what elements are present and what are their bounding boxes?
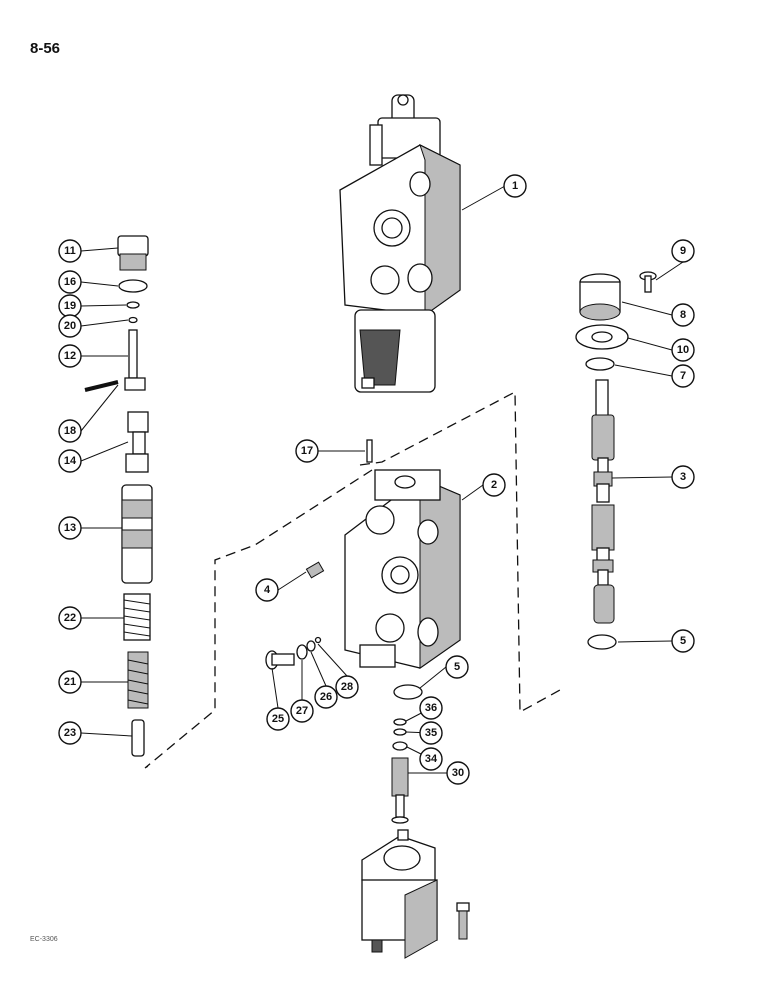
callout-2: 2 xyxy=(482,473,506,497)
part-28-ball xyxy=(314,636,322,644)
part-5-snap-ring-right xyxy=(587,634,617,650)
part-14-piston xyxy=(125,411,149,473)
svg-text:23: 23 xyxy=(64,727,76,739)
callout-36: 36 xyxy=(419,696,443,720)
callout-21: 21 xyxy=(58,670,82,694)
part-34-o-ring xyxy=(392,741,408,751)
svg-text:11: 11 xyxy=(64,245,76,257)
page-number: 8-56 xyxy=(30,40,61,57)
callout-28: 28 xyxy=(335,675,359,699)
callout-20: 20 xyxy=(58,314,82,338)
svg-text:4: 4 xyxy=(264,584,271,596)
callout-3: 3 xyxy=(671,465,695,489)
callout-27: 27 xyxy=(290,699,314,723)
part-19-ring xyxy=(126,301,140,309)
svg-text:3: 3 xyxy=(680,471,686,483)
part-21-spring xyxy=(127,651,149,709)
svg-text:35: 35 xyxy=(425,727,437,739)
svg-text:18: 18 xyxy=(64,425,76,437)
part-22-spring xyxy=(123,593,151,641)
end-cap-housing xyxy=(361,829,438,959)
svg-text:16: 16 xyxy=(64,276,76,288)
part-18-pin xyxy=(84,380,119,392)
part-30-valve-stem xyxy=(391,757,409,824)
assembly-guide-lines xyxy=(144,390,561,769)
callout-5-center: 5 xyxy=(445,655,469,679)
svg-text:20: 20 xyxy=(64,320,76,332)
part-17-dowel xyxy=(366,439,373,463)
svg-text:5: 5 xyxy=(680,635,686,647)
part-4-setscrew xyxy=(305,561,325,579)
callout-9: 9 xyxy=(671,239,695,263)
callout-12: 12 xyxy=(58,344,82,368)
callout-30: 30 xyxy=(446,761,470,785)
callout-14: 14 xyxy=(58,449,82,473)
part-36-o-ring xyxy=(393,718,407,726)
svg-text:27: 27 xyxy=(296,705,308,717)
svg-text:14: 14 xyxy=(64,455,77,467)
part-35-o-ring xyxy=(393,728,407,736)
callout-25: 25 xyxy=(266,707,290,731)
leader-lines xyxy=(80,185,684,774)
svg-text:30: 30 xyxy=(452,767,464,779)
part-7-washer xyxy=(585,357,615,371)
part-13-valve-body xyxy=(121,484,153,584)
svg-text:5: 5 xyxy=(454,661,460,673)
part-12-poppet xyxy=(124,329,146,391)
svg-text:28: 28 xyxy=(341,681,353,693)
part-26-ring xyxy=(306,640,316,652)
callout-23: 23 xyxy=(58,721,82,745)
svg-text:13: 13 xyxy=(64,522,76,534)
callout-8: 8 xyxy=(671,303,695,327)
svg-text:2: 2 xyxy=(491,479,497,491)
part-23-pin xyxy=(131,719,145,757)
part-3-spool xyxy=(591,379,615,624)
svg-text:1: 1 xyxy=(512,180,518,192)
callout-34: 34 xyxy=(419,747,443,771)
callout-10: 10 xyxy=(671,338,695,362)
svg-text:36: 36 xyxy=(425,702,437,714)
part-10-plate xyxy=(575,324,629,350)
part-9-bolt xyxy=(639,271,657,293)
part-16-o-ring xyxy=(118,279,148,293)
callout-7: 7 xyxy=(671,364,695,388)
svg-text:7: 7 xyxy=(680,370,686,382)
callout-35: 35 xyxy=(419,721,443,745)
callout-1: 1 xyxy=(503,174,527,198)
part-20-ring xyxy=(128,316,138,324)
callout-16: 16 xyxy=(58,270,82,294)
svg-text:17: 17 xyxy=(301,445,313,457)
part-25-screw xyxy=(265,650,295,670)
callout-11: 11 xyxy=(58,239,82,263)
end-cap-bolt xyxy=(456,902,470,940)
svg-text:25: 25 xyxy=(272,713,284,725)
part-27-washer xyxy=(296,644,308,660)
svg-text:9: 9 xyxy=(680,245,686,257)
callout-5-right: 5 xyxy=(671,629,695,653)
svg-text:21: 21 xyxy=(64,676,76,688)
svg-text:26: 26 xyxy=(320,691,332,703)
callout-22: 22 xyxy=(58,606,82,630)
callout-18: 18 xyxy=(58,419,82,443)
part-2-valve-section-lower xyxy=(344,469,461,669)
figure-reference: EC-3306 xyxy=(30,936,58,943)
callout-13: 13 xyxy=(58,516,82,540)
part-11-plug xyxy=(117,235,149,271)
callout-4: 4 xyxy=(255,578,279,602)
part-8-cap xyxy=(579,273,621,321)
callout-26: 26 xyxy=(314,685,338,709)
callout-19: 19 xyxy=(58,294,82,318)
svg-text:8: 8 xyxy=(680,309,686,321)
callout-17: 17 xyxy=(295,439,319,463)
svg-text:19: 19 xyxy=(64,300,76,312)
svg-text:10: 10 xyxy=(677,344,689,356)
svg-text:34: 34 xyxy=(425,753,438,765)
svg-text:12: 12 xyxy=(64,350,76,362)
part-5-snap-ring-center xyxy=(393,684,423,700)
svg-text:22: 22 xyxy=(64,612,76,624)
part-1-valve-section-upper xyxy=(339,94,461,393)
